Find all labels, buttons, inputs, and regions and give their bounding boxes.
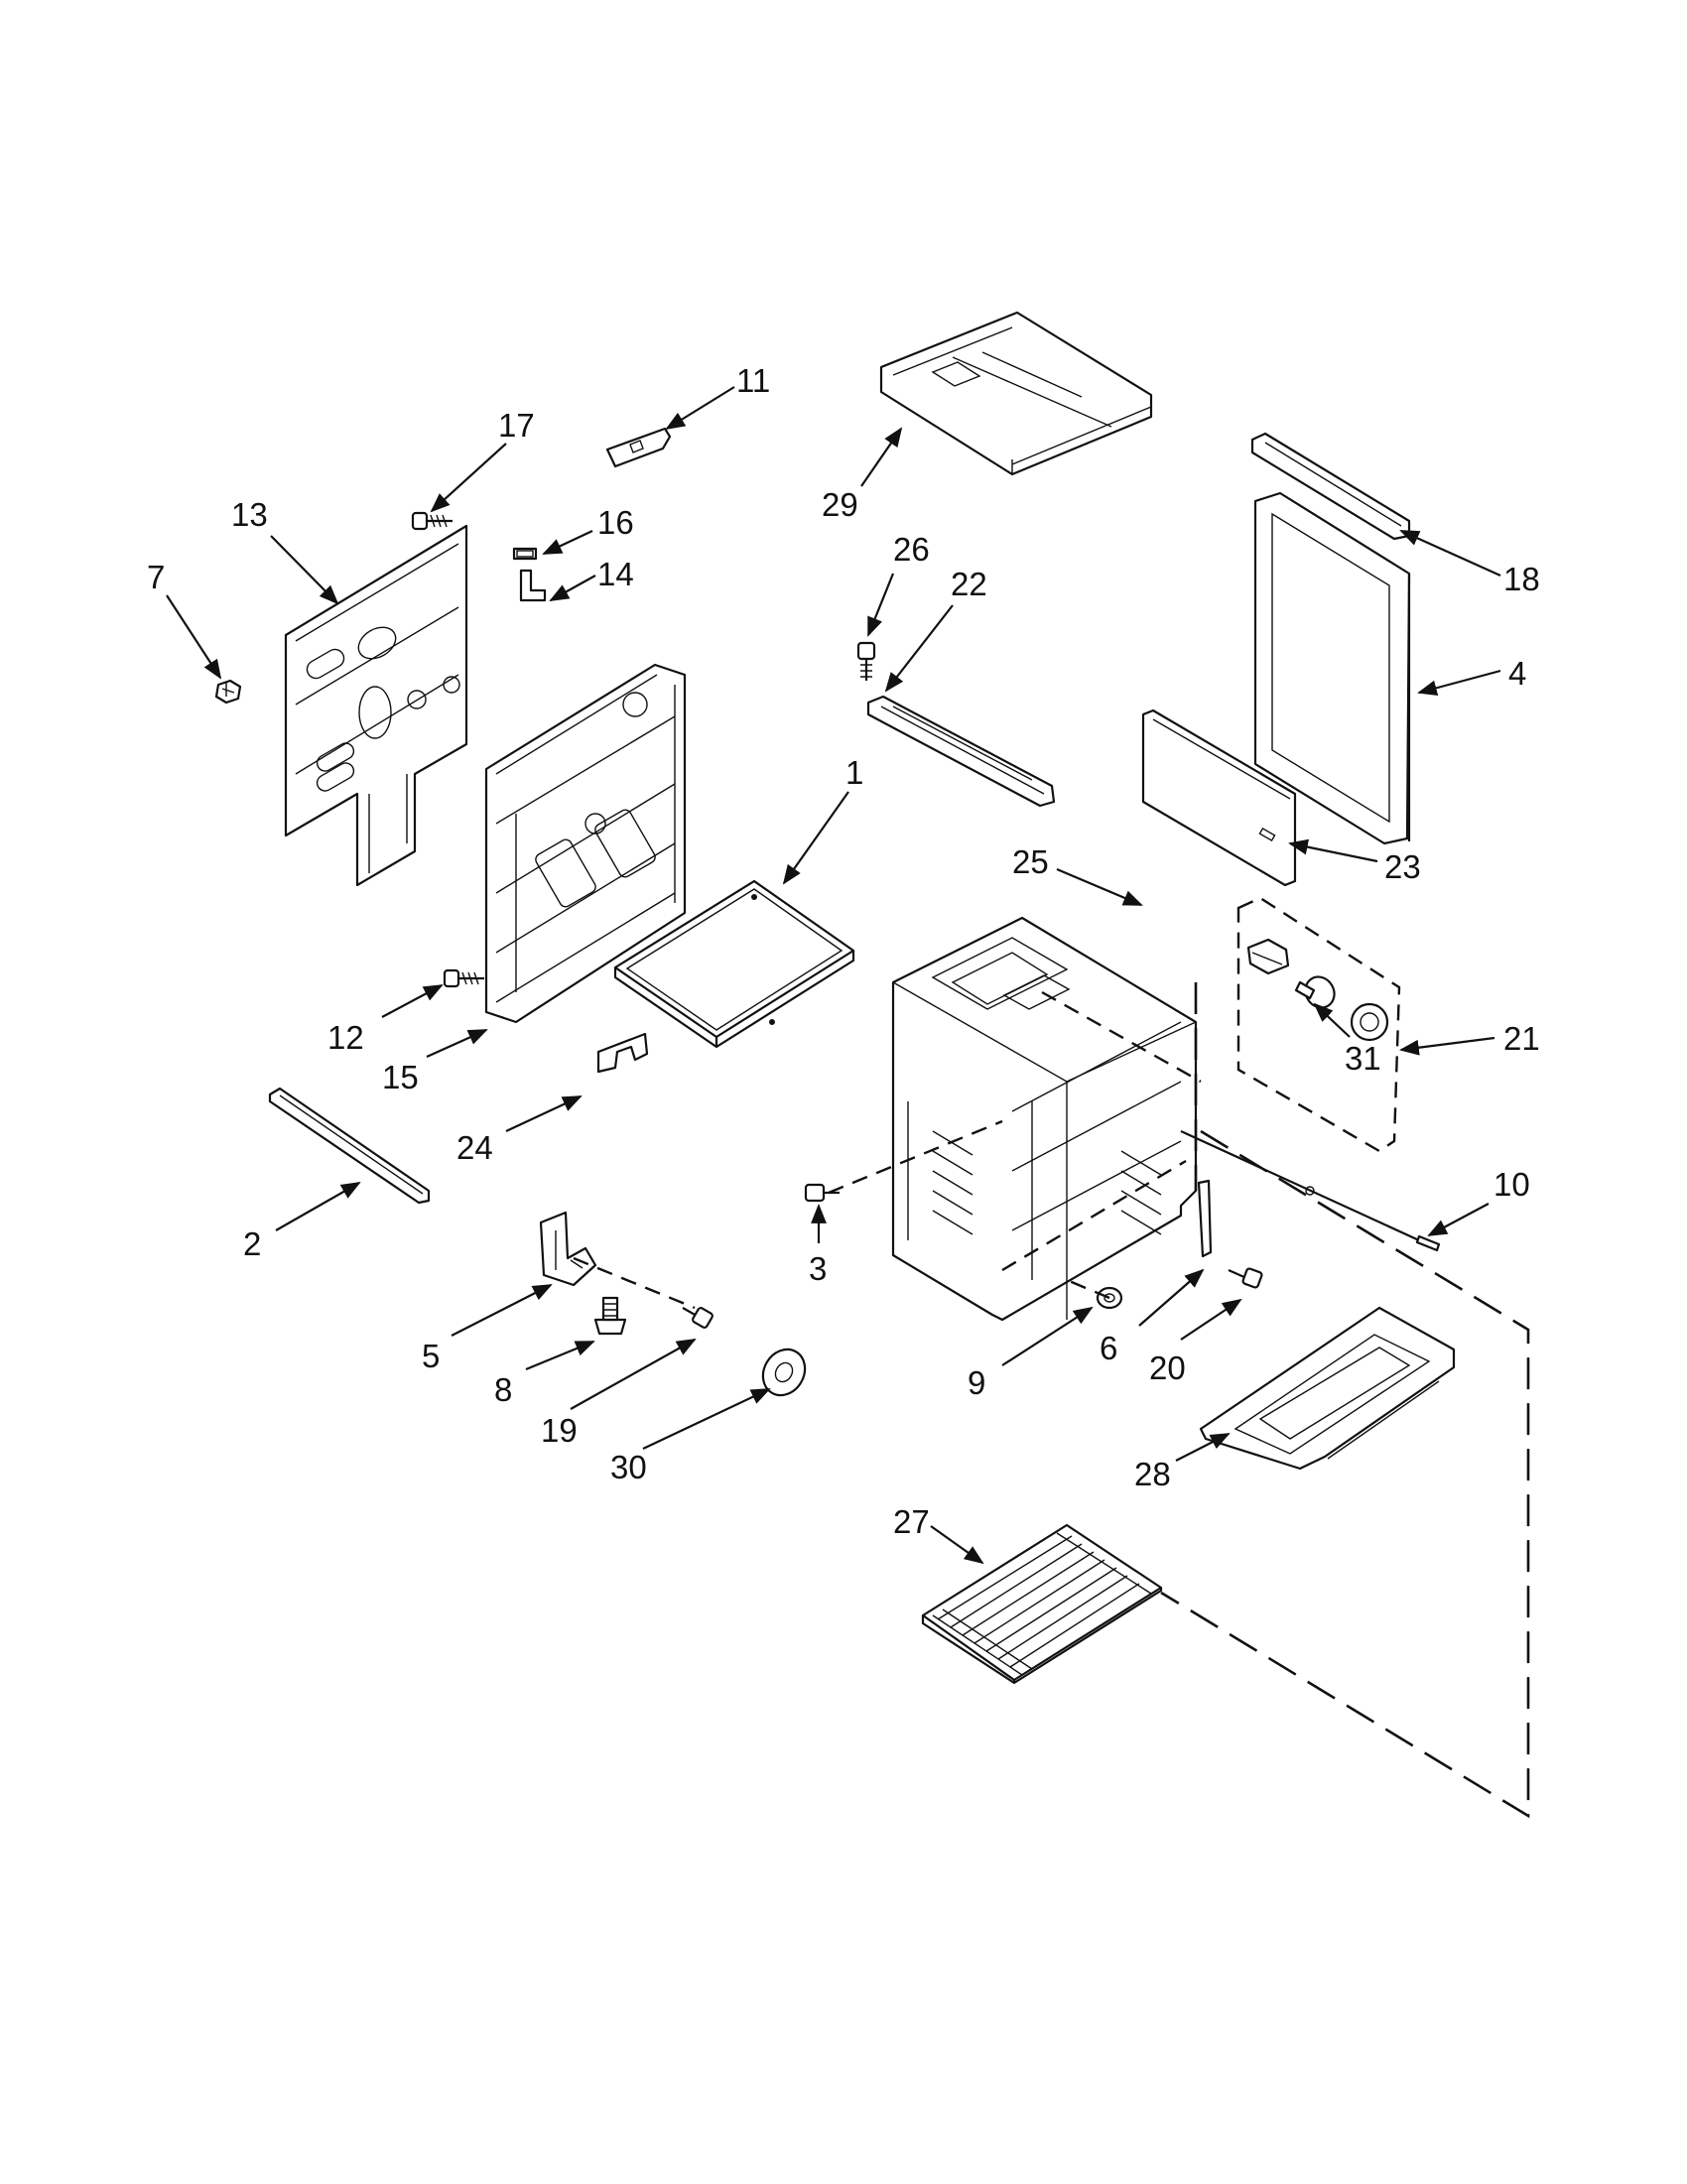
callout-15: 15 xyxy=(382,1059,419,1095)
callout-14: 14 xyxy=(597,556,634,592)
part-10-sensor-probe xyxy=(1180,1130,1441,1252)
leader-21 xyxy=(1399,1036,1495,1056)
callout-3: 3 xyxy=(809,1250,827,1287)
leader-1 xyxy=(782,791,849,885)
part-5-leveling-bracket xyxy=(539,1211,597,1287)
part-27-oven-rack xyxy=(921,1523,1163,1685)
callout-12: 12 xyxy=(327,1019,364,1056)
leader-23 xyxy=(1288,838,1378,863)
callout-7: 7 xyxy=(147,559,165,595)
leader-18 xyxy=(1399,529,1501,578)
leader-29 xyxy=(860,427,903,487)
part-23-door-panel xyxy=(1141,708,1297,887)
part-15-side-panel xyxy=(484,663,687,1024)
leader-19 xyxy=(570,1339,697,1410)
leader-31 xyxy=(1313,1002,1351,1038)
part-1-tray xyxy=(613,879,855,1049)
callout-9: 9 xyxy=(968,1364,985,1401)
leader-20 xyxy=(1180,1298,1242,1341)
part-19-screw xyxy=(682,1307,714,1329)
callout-1: 1 xyxy=(845,754,863,791)
callout-22: 22 xyxy=(951,566,987,602)
part-12-screw xyxy=(443,968,484,988)
callout-4: 4 xyxy=(1508,655,1526,692)
leader-11 xyxy=(665,386,735,431)
part-11-bracket xyxy=(605,427,672,468)
callout-20: 20 xyxy=(1149,1349,1186,1386)
callout-2: 2 xyxy=(243,1225,261,1262)
leader-7 xyxy=(166,594,222,680)
callout-29: 29 xyxy=(822,486,858,523)
callout-16: 16 xyxy=(597,504,634,541)
part-3-screw xyxy=(804,1183,840,1203)
leader-17 xyxy=(430,443,507,513)
callout-24: 24 xyxy=(456,1129,493,1166)
leader-9 xyxy=(1001,1306,1094,1366)
leader-arrows xyxy=(166,386,1501,1565)
leader-12 xyxy=(381,984,444,1018)
callout-23: 23 xyxy=(1384,848,1421,885)
part-28-broiler-pan xyxy=(1199,1306,1456,1471)
leader-6 xyxy=(1138,1268,1205,1327)
callout-17: 17 xyxy=(498,407,535,444)
part-24-bracket xyxy=(596,1032,649,1074)
part-7-clip xyxy=(214,679,242,705)
assembly-lines xyxy=(573,982,1530,1819)
callout-8: 8 xyxy=(494,1371,512,1408)
callout-28: 28 xyxy=(1134,1456,1171,1492)
leader-25 xyxy=(1056,867,1143,907)
callout-5: 5 xyxy=(422,1338,440,1374)
callout-26: 26 xyxy=(893,531,930,568)
part-16-clip xyxy=(512,547,538,561)
part-8-leveling-leg xyxy=(593,1296,627,1336)
callout-13: 13 xyxy=(231,496,268,533)
leader-28 xyxy=(1175,1433,1231,1462)
part-22-slide-rail xyxy=(866,695,1056,808)
part-14-bracket xyxy=(519,569,547,602)
part-26-screw xyxy=(856,641,876,681)
leader-8 xyxy=(525,1340,595,1371)
callout-6: 6 xyxy=(1100,1330,1117,1366)
part-6-bracket xyxy=(1197,1179,1213,1258)
callout-19: 19 xyxy=(541,1412,578,1449)
leader-5 xyxy=(451,1284,553,1337)
part-29-top-panel xyxy=(879,311,1153,476)
part-2-rail xyxy=(268,1087,431,1205)
leader-14 xyxy=(549,575,596,601)
callout-27: 27 xyxy=(893,1503,930,1540)
leader-22 xyxy=(884,604,954,693)
part-30-disc xyxy=(761,1348,807,1397)
part-4-door-frame xyxy=(1253,491,1411,845)
callout-10: 10 xyxy=(1493,1166,1530,1203)
leader-30 xyxy=(642,1388,771,1450)
leader-2 xyxy=(275,1182,361,1231)
callout-25: 25 xyxy=(1012,843,1049,880)
part-21-light-assembly xyxy=(1236,896,1401,1153)
leader-27 xyxy=(930,1525,984,1565)
leader-4 xyxy=(1417,669,1501,697)
part-17-screw xyxy=(411,511,453,531)
part-20-screw xyxy=(1228,1267,1263,1289)
callout-31: 31 xyxy=(1345,1040,1381,1077)
callout-30: 30 xyxy=(610,1449,647,1485)
leader-10 xyxy=(1427,1203,1490,1236)
leader-24 xyxy=(505,1095,583,1132)
callout-18: 18 xyxy=(1503,561,1540,597)
leader-26 xyxy=(866,573,895,637)
part-25-oven-cavity xyxy=(891,916,1202,1322)
part-13-rear-panel xyxy=(284,524,468,887)
leader-16 xyxy=(542,530,593,555)
callout-labels: 1 2 3 4 5 6 7 8 9 10 11 12 13 14 15 16 1… xyxy=(147,362,1540,1540)
callout-21: 21 xyxy=(1503,1020,1540,1057)
leader-15 xyxy=(426,1028,488,1059)
leader-13 xyxy=(270,535,339,605)
callout-11: 11 xyxy=(736,362,770,399)
